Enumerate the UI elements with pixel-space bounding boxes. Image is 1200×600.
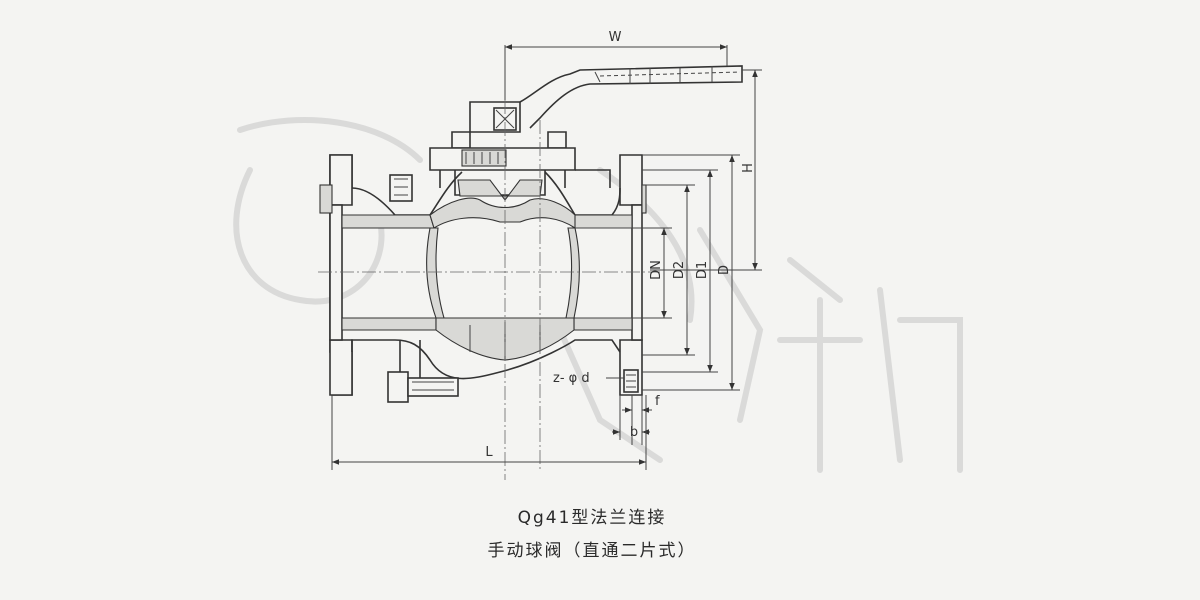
dim-D-label: D — [717, 265, 732, 275]
center-lines — [318, 100, 660, 480]
dim-D2-label: D2 — [672, 261, 687, 279]
dim-DN-label: DN — [649, 260, 664, 280]
dim-b-label: b — [630, 425, 638, 440]
dim-W-label: W — [609, 30, 622, 45]
dimension-lines: W H DN D2 D1 D z- φ d — [331, 30, 762, 470]
dim-H-label: H — [741, 163, 756, 173]
valve-handle — [451, 65, 743, 149]
dim-D1-label: D1 — [695, 261, 710, 279]
dim-L-label: L — [485, 445, 493, 460]
dim-f-label: f — [655, 394, 660, 409]
figure-caption-description: 手动球阀（直通二片式） — [487, 541, 697, 561]
bolt-hole-spec-label: z- φ d — [553, 371, 590, 386]
valve-stem-gland — [429, 147, 576, 201]
figure-caption-model: Qg41型法兰连接 — [517, 508, 667, 528]
